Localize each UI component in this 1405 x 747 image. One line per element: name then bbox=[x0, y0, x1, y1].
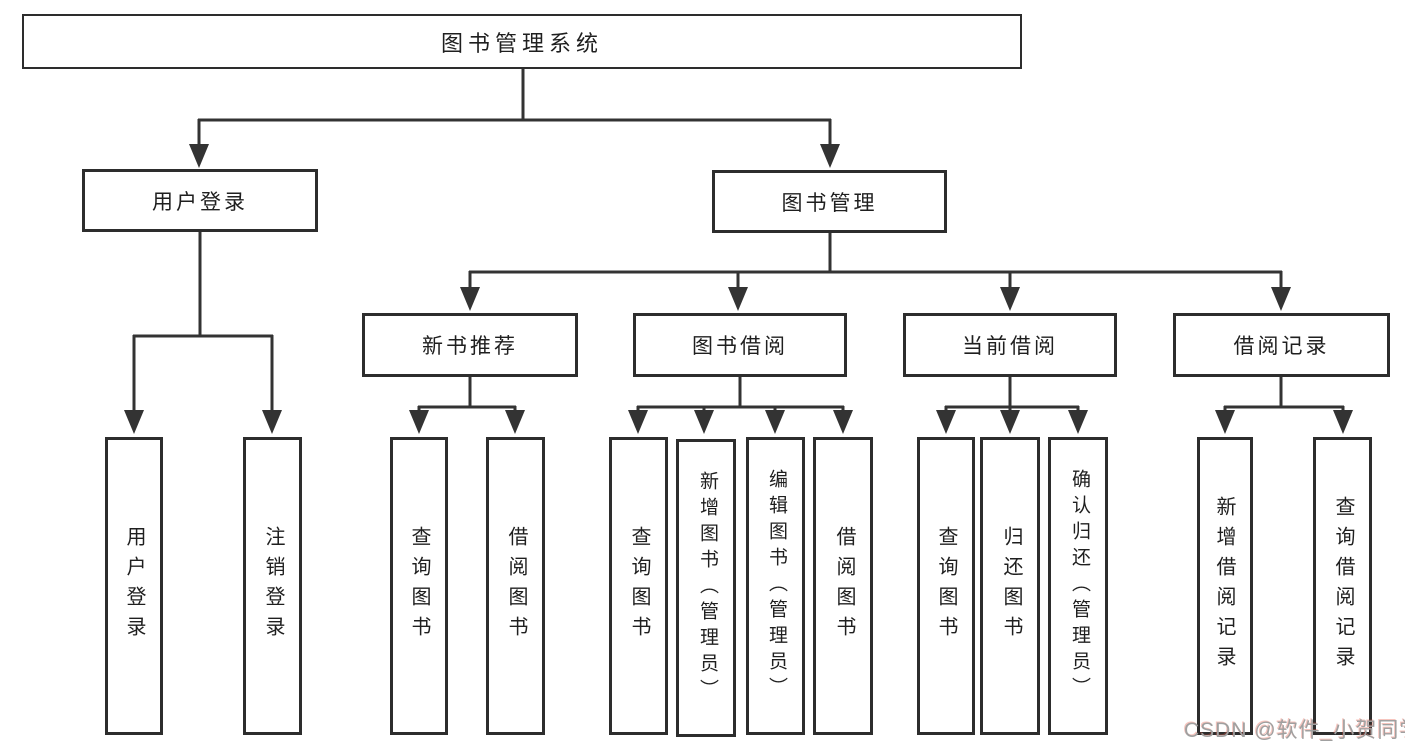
leaf-borrow-query-books: 查询图书 bbox=[609, 437, 668, 735]
node-book-management: 图书管理 bbox=[712, 170, 947, 233]
leaf-user-login: 用户登录 bbox=[105, 437, 163, 735]
node-user-login: 用户登录 bbox=[82, 169, 318, 232]
leaf-record-query-borrow-record: 查询借阅记录 bbox=[1313, 437, 1372, 735]
leaf-borrow-borrow-books: 借阅图书 bbox=[813, 437, 873, 735]
leaf-current-confirm-return-admin: 确认归还（管理员） bbox=[1048, 437, 1108, 735]
node-book-borrow: 图书借阅 bbox=[633, 313, 847, 377]
node-current-borrow: 当前借阅 bbox=[903, 313, 1117, 377]
csdn-watermark: CSDN @软件_小贺同学 bbox=[1184, 719, 1405, 742]
leaf-borrow-edit-books-admin: 编辑图书（管理员） bbox=[746, 437, 805, 735]
leaf-newbook-query-books: 查询图书 bbox=[390, 437, 448, 735]
node-library-management-system: 图书管理系统 bbox=[22, 14, 1022, 69]
node-new-book-recommend: 新书推荐 bbox=[362, 313, 578, 377]
leaf-logout: 注销登录 bbox=[243, 437, 302, 735]
leaf-current-return-books: 归还图书 bbox=[980, 437, 1040, 735]
leaf-record-add-borrow-record: 新增借阅记录 bbox=[1197, 437, 1253, 735]
leaf-newbook-borrow-books: 借阅图书 bbox=[486, 437, 545, 735]
node-borrow-record: 借阅记录 bbox=[1173, 313, 1390, 377]
leaf-borrow-add-books-admin: 新增图书（管理员） bbox=[676, 439, 736, 737]
leaf-current-query-books: 查询图书 bbox=[917, 437, 975, 735]
